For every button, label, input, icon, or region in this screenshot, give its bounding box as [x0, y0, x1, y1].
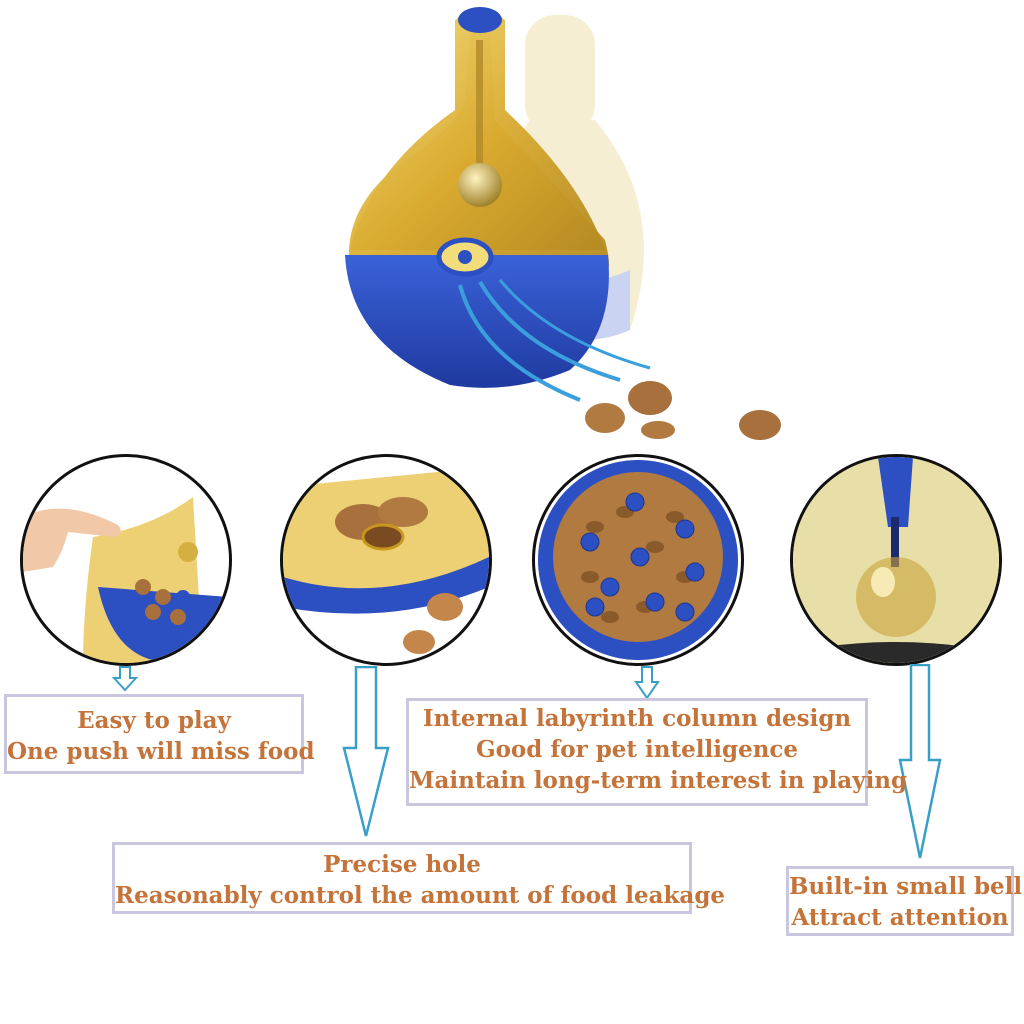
caption-line: Easy to play: [77, 707, 231, 734]
caption-line: Reasonably control the amount of food le…: [115, 882, 726, 909]
down-arrow-icon: [898, 664, 942, 860]
caption-line: Good for pet intelligence: [475, 736, 799, 763]
caption-line: Internal labyrinth column design: [422, 705, 852, 732]
caption-precise-hole: Precise hole Reasonably control the amou…: [112, 842, 726, 914]
caption-easy-to-play: Easy to play One push will miss food: [4, 694, 315, 774]
caption-line: One push will miss food: [7, 738, 315, 765]
down-arrow-icon: [342, 666, 390, 838]
hero-product-image: [330, 0, 800, 450]
finger-icon: [23, 508, 121, 572]
bell-photo: [790, 454, 1002, 666]
precise-hole-photo: [280, 454, 492, 666]
down-arrow-icon: [634, 666, 660, 700]
kibble-icon: [126, 579, 190, 625]
caption-line: Precise hole: [323, 851, 481, 878]
bell-icon: [856, 557, 936, 637]
caption-line: Built-in small bell: [789, 873, 1023, 900]
caption-bell: Built-in small bell Attract attention: [786, 866, 1023, 936]
easy-to-play-photo: [20, 454, 232, 666]
caption-labyrinth: Internal labyrinth column design Good fo…: [406, 698, 908, 806]
caption-line: Maintain long-term interest in playing: [409, 767, 908, 794]
caption-line: Attract attention: [791, 904, 1009, 931]
labyrinth-photo: [532, 454, 744, 666]
down-arrow-icon: [112, 666, 138, 692]
